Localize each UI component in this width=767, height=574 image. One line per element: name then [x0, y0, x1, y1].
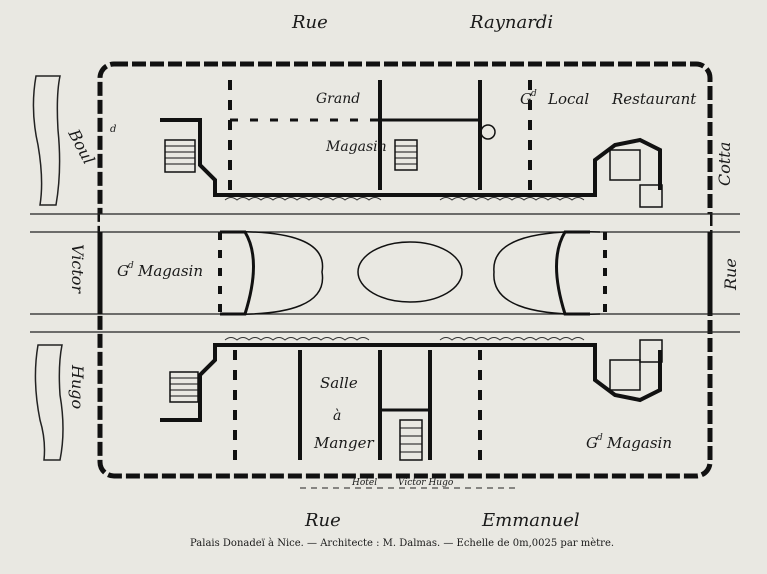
room-manger: Manger	[313, 434, 374, 452]
room-local-g: G	[520, 90, 532, 108]
garden-left-bottom	[34, 344, 64, 461]
room-gd-magasin-bottom: Magasin	[606, 434, 672, 452]
lower-wing-inner-wall	[160, 343, 662, 422]
street-bottom-emmanuel: Emmanuel	[481, 510, 580, 531]
lower-stair-entry	[399, 419, 423, 461]
upper-stair-mid-steps	[395, 145, 417, 165]
foliage-top-band	[224, 197, 585, 201]
room-grand-magasin-top-2: Magasin	[325, 139, 387, 155]
garden-courtyard-right	[493, 230, 601, 316]
upper-stair-right	[609, 149, 641, 181]
plan-caption: Palais Donadeï à Nice. — Architecte : M.…	[190, 538, 614, 549]
street-right-cotta: Cotta	[715, 142, 734, 186]
hotel-label-1: Hotel	[351, 478, 377, 488]
upper-spiral-stair	[480, 124, 496, 140]
garden-courtyard-left	[219, 230, 324, 316]
room-gd-magasin-left-sup: d	[128, 261, 134, 271]
room-gd-magasin-bottom-g: G	[586, 434, 598, 452]
street-left-victor: Victor	[68, 244, 87, 294]
room-salle: Salle	[320, 374, 358, 392]
foliage-bottom-band	[224, 337, 585, 341]
mid-right-apse	[555, 230, 590, 316]
room-gd-magasin-bottom-sup: d	[597, 433, 603, 443]
upper-stair-left	[164, 139, 196, 173]
lower-stair-right	[609, 359, 641, 391]
room-a: à	[333, 408, 341, 424]
street-left-boul-sup: d	[110, 124, 116, 135]
garden-courtyard-center	[357, 241, 463, 303]
lower-stair-entry-steps	[400, 427, 422, 453]
room-local: Local	[547, 90, 589, 108]
street-left-hugo: Hugo	[68, 364, 87, 409]
upper-wing-inner-wall	[160, 118, 662, 197]
lower-stair-left-steps	[170, 377, 198, 397]
hotel-label-2: Victor Hugo	[398, 478, 454, 488]
room-gd-magasin-left: Magasin	[137, 262, 203, 280]
upper-stair-mid	[394, 139, 418, 171]
room-restaurant: Restaurant	[611, 90, 697, 108]
street-top-raynardi: Raynardi	[469, 12, 553, 33]
lower-stair-left	[169, 371, 199, 403]
room-local-sup: d	[531, 89, 537, 99]
upper-stair-corner	[639, 184, 663, 208]
street-top-rue: Rue	[291, 12, 328, 33]
street-bottom-rue: Rue	[304, 510, 341, 531]
mid-left-apse	[220, 230, 255, 316]
passage-top	[100, 214, 710, 232]
room-grand-magasin-top-1: Grand	[316, 91, 360, 107]
garden-left-top	[32, 75, 61, 206]
lower-stair-corner	[639, 339, 663, 363]
room-gd-magasin-left-g: G	[117, 262, 129, 280]
street-right-rue: Rue	[721, 258, 740, 291]
upper-stair-left-steps	[165, 145, 195, 165]
